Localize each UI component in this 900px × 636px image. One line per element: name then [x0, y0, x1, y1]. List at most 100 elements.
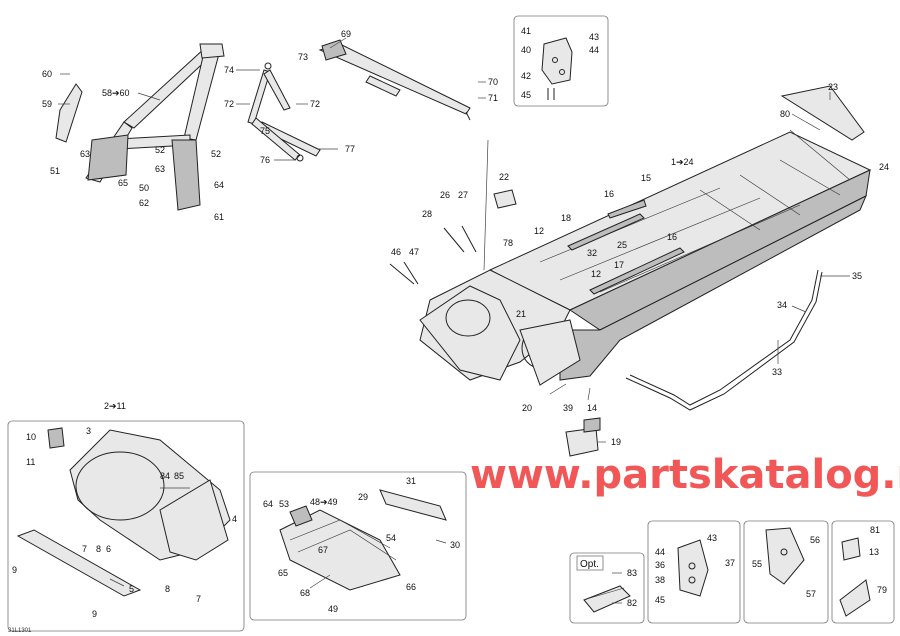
bracket-kit-parts: [541, 37, 573, 100]
right-bracket-box: [743, 520, 829, 624]
watermark-text: www.partskatalog.ru: [470, 452, 900, 498]
callout-19: 19: [611, 437, 621, 447]
callout-31: 31: [406, 476, 416, 486]
callout-43: 43: [589, 32, 599, 42]
callout-73: 73: [298, 52, 308, 62]
callout-83: 83: [627, 568, 637, 578]
callout-35: 35: [852, 271, 862, 281]
callout-18: 18: [561, 213, 571, 223]
front-frame: [16, 427, 231, 597]
callout-11: 11: [26, 457, 35, 467]
callout-17: 17: [614, 260, 624, 270]
callout-labels: 60 59 58➔60 63 51 65 52 63 50 62 52 64 6…: [12, 26, 889, 619]
callout-51: 51: [50, 166, 60, 176]
callout-16: 16: [667, 232, 677, 242]
callout-9: 9: [12, 565, 17, 575]
steering-column-support: [85, 43, 225, 211]
callout-16: 16: [604, 189, 614, 199]
callout-14: 14: [587, 403, 597, 413]
callout-54: 54: [386, 533, 396, 543]
callout-28: 28: [422, 209, 432, 219]
callout-70: 70: [488, 77, 498, 87]
bumper-parts: [839, 537, 871, 617]
callout-12: 12: [534, 226, 544, 236]
callout-45: 45: [521, 90, 531, 100]
callout-82: 82: [627, 598, 637, 608]
callout-7: 7: [196, 594, 201, 604]
callout-63: 63: [155, 164, 165, 174]
skid-plate-box: [249, 471, 467, 621]
callout-60: 60: [42, 69, 52, 79]
callout-84: 84: [160, 471, 170, 481]
leader-lines: [58, 37, 850, 604]
callout-56: 56: [810, 535, 820, 545]
callout-49: 49: [328, 604, 338, 614]
callout-22: 22: [499, 172, 509, 182]
front-bulkhead: [419, 285, 581, 386]
callout-33: 33: [772, 367, 782, 377]
callout-64: 64: [263, 499, 273, 509]
front-frame-box: [7, 420, 245, 632]
callout-4: 4: [232, 514, 237, 524]
callout-24: 24: [879, 162, 889, 172]
callout-46: 46: [391, 247, 401, 257]
callout-76: 76: [260, 155, 270, 165]
callout-12: 12: [591, 269, 601, 279]
callout-7: 7: [82, 544, 87, 554]
callout-67: 67: [318, 545, 328, 555]
callout-2-11: 2➔11: [104, 401, 126, 411]
callout-61: 61: [214, 212, 224, 222]
callout-38: 38: [655, 575, 665, 585]
skid-plate: [279, 489, 447, 591]
left-bracket-box: [647, 520, 741, 624]
callout-69: 69: [341, 29, 351, 39]
callout-74: 74: [224, 65, 234, 75]
callout-8: 8: [165, 584, 170, 594]
callout-47: 47: [409, 247, 419, 257]
optional-plate-box: [569, 552, 645, 624]
steering-bracket-left: [55, 83, 83, 143]
callout-43: 43: [707, 533, 717, 543]
callout-6: 6: [106, 544, 111, 554]
callout-65: 65: [118, 178, 128, 188]
callout-5: 5: [129, 584, 134, 594]
callout-42: 42: [521, 71, 531, 81]
callout-52: 52: [211, 149, 221, 159]
bumper-box: [831, 520, 895, 624]
small-parts: [389, 189, 517, 285]
callout-20: 20: [522, 403, 532, 413]
callout-1-24: 1➔24: [671, 157, 694, 167]
callout-81: 81: [870, 525, 880, 535]
callout-30: 30: [450, 540, 460, 550]
figure-id: 31L1301: [8, 628, 32, 634]
callout-37: 37: [725, 558, 735, 568]
left-side-bracket: [677, 539, 709, 597]
opt-tag: [576, 555, 604, 571]
callout-62: 62: [139, 198, 149, 208]
callout-9: 9: [92, 609, 97, 619]
support-rods: [247, 62, 321, 162]
callout-50: 50: [139, 183, 149, 193]
right-side-bracket: [765, 527, 805, 585]
callout-85: 85: [174, 471, 184, 481]
bracket-kit-box: [513, 15, 609, 107]
opt-label: Opt.: [580, 559, 599, 570]
callout-21: 21: [516, 309, 526, 319]
callout-25: 25: [617, 240, 627, 250]
callout-55: 55: [752, 559, 762, 569]
callout-53: 53: [279, 499, 289, 509]
callout-72: 72: [224, 99, 234, 109]
callout-29: 29: [358, 492, 368, 502]
callout-48-49: 48➔49: [310, 497, 338, 507]
callout-10: 10: [26, 432, 36, 442]
callout-40: 40: [521, 45, 531, 55]
callout-64: 64: [214, 180, 224, 190]
callout-72: 72: [310, 99, 320, 109]
handlebar-support-bar: [318, 39, 471, 121]
callout-71: 71: [488, 93, 498, 103]
callout-41: 41: [521, 26, 531, 36]
callout-59: 59: [42, 99, 52, 109]
callout-58-60: 58➔60: [102, 88, 130, 98]
